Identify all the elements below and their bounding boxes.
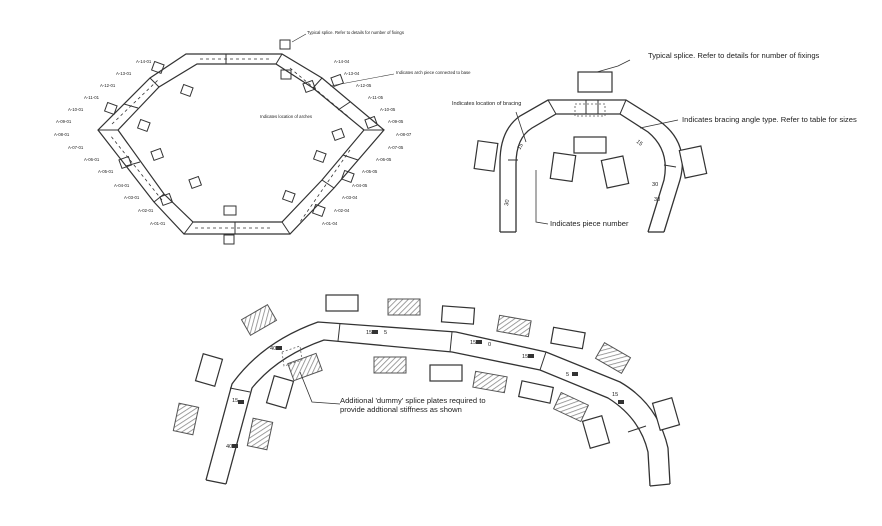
label-a04-05: A-04-05 [352,183,368,188]
piece-number: 40 [270,346,276,352]
long-arch-dummy-splice-dashed [281,345,303,367]
label-a09-05: A-09-05 [388,119,404,124]
note-bracing-angle: Indicates bracing angle type. Refer to t… [682,115,857,124]
label-a11-05: A-11-05 [368,95,384,100]
leader-line [299,371,341,405]
arch-detail-splice-dashed [574,103,606,117]
label-a03-01: A-03-01 [124,195,140,200]
long-arch-base-left [205,479,227,485]
piece-number: 15 [366,330,372,336]
piece-number: 40 [226,444,232,450]
label-a09-01: A-09-01 [56,119,72,124]
hexagon-frame-plan: A-14-01 A-13-01 A-12-01 A-11-01 A-10-01 … [54,30,471,245]
note-piece-number: Indicates piece number [550,219,629,228]
label-a01-04: A-01-04 [322,221,338,226]
arch-detail-outer [499,99,684,233]
long-arch-plates [194,294,681,449]
label-a06-05: A-06-05 [376,157,392,162]
note-splice-small: Typical splice. Refer to details for num… [307,30,404,35]
long-arch-inner [225,339,651,487]
piece-number: 5 [566,372,569,378]
piece-number: 15 [232,398,238,404]
label-a11-01: A-11-01 [84,95,100,100]
label-a04-01: A-04-01 [114,183,130,188]
hexagon-piece-labels-right: A-14-04 A-13-04 A-12-05 A-11-05 A-10-05 … [322,59,412,226]
piece-number: 0 [488,342,491,348]
leader-line [291,33,307,43]
label-a13-01: A-13-01 [116,71,132,76]
hexagon-bracing-lines [109,58,351,229]
label-a14-01: A-14-01 [136,59,152,64]
note-bracing-small: Indicates location of arches [260,114,312,119]
arch-detail: 15 15 30 30 30 Typical splice. Refer to … [452,51,857,233]
note-arch-small: Indicates arch piece connected to base [396,70,471,75]
piece-number: 15 [522,354,528,360]
label-a08-07: A-08-07 [396,132,412,137]
arch-piece-number: 30 [654,197,660,203]
arch-detail-splices [508,99,677,168]
label-a05-01: A-05-01 [98,169,114,174]
piece-number: 15 [470,340,476,346]
piece-number: 5 [384,330,387,336]
arch-piece-number: 30 [652,182,658,188]
piece-number: 15 [612,392,618,398]
long-arch-fixings [232,330,624,448]
leader-line [515,111,527,143]
label-a12-05: A-12-05 [356,83,372,88]
label-a13-04: A-13-04 [344,71,360,76]
arch-piece-number: 15 [517,143,525,151]
label-a12-01: A-12-01 [100,83,116,88]
note-dummy-splice: Additional 'dummy' splice plates require… [340,396,486,414]
label-a10-01: A-10-01 [68,107,84,112]
label-a02-04: A-02-04 [334,208,350,213]
label-a10-05: A-10-05 [380,107,396,112]
hexagon-outer-outline [97,53,385,235]
hexagon-splice-ticks [98,53,384,235]
hexagon-base-plates [103,39,379,245]
arch-piece-number: 15 [635,139,644,148]
label-a07-01: A-07-01 [68,145,84,150]
hexagon-inner-outline [117,63,365,223]
long-arch-piece-numbers: 40 15 40 15 5 15 0 15 5 15 [226,330,618,450]
long-arch-splices [229,322,647,433]
leader-line [535,170,549,225]
label-a05-05: A-05-05 [362,169,378,174]
note-dummy-container: Additional 'dummy' splice plates require… [340,396,486,414]
label-a08-01: A-08-01 [54,132,70,137]
label-a06-01: A-06-01 [84,157,100,162]
label-a14-04: A-14-04 [334,59,350,64]
long-arch-dummy-plates [172,298,632,451]
label-a03-04: A-03-04 [342,195,358,200]
label-a01-01: A-01-01 [150,221,166,226]
note-splice-text: Typical splice. Refer to details for num… [648,51,820,60]
leader-line [596,59,631,73]
label-a07-05: A-07-05 [388,145,404,150]
arch-detail-inner [515,113,666,233]
hexagon-piece-labels-left: A-14-01 A-13-01 A-12-01 A-11-01 A-10-01 … [54,59,166,226]
note-splice-callout: Typical splice. Refer to details for num… [648,51,820,60]
arch-piece-number: 30 [504,199,511,206]
leader-line [639,119,679,129]
leader-line [329,73,395,87]
note-bracing-location: Indicates location of bracing [452,101,521,107]
arch-detail-plates [473,71,708,189]
long-arch-base-right [649,483,671,487]
label-a02-01: A-02-01 [138,208,154,213]
long-arch-elevation: 40 15 40 15 5 15 0 15 5 15 Additional 'd… [172,294,681,487]
